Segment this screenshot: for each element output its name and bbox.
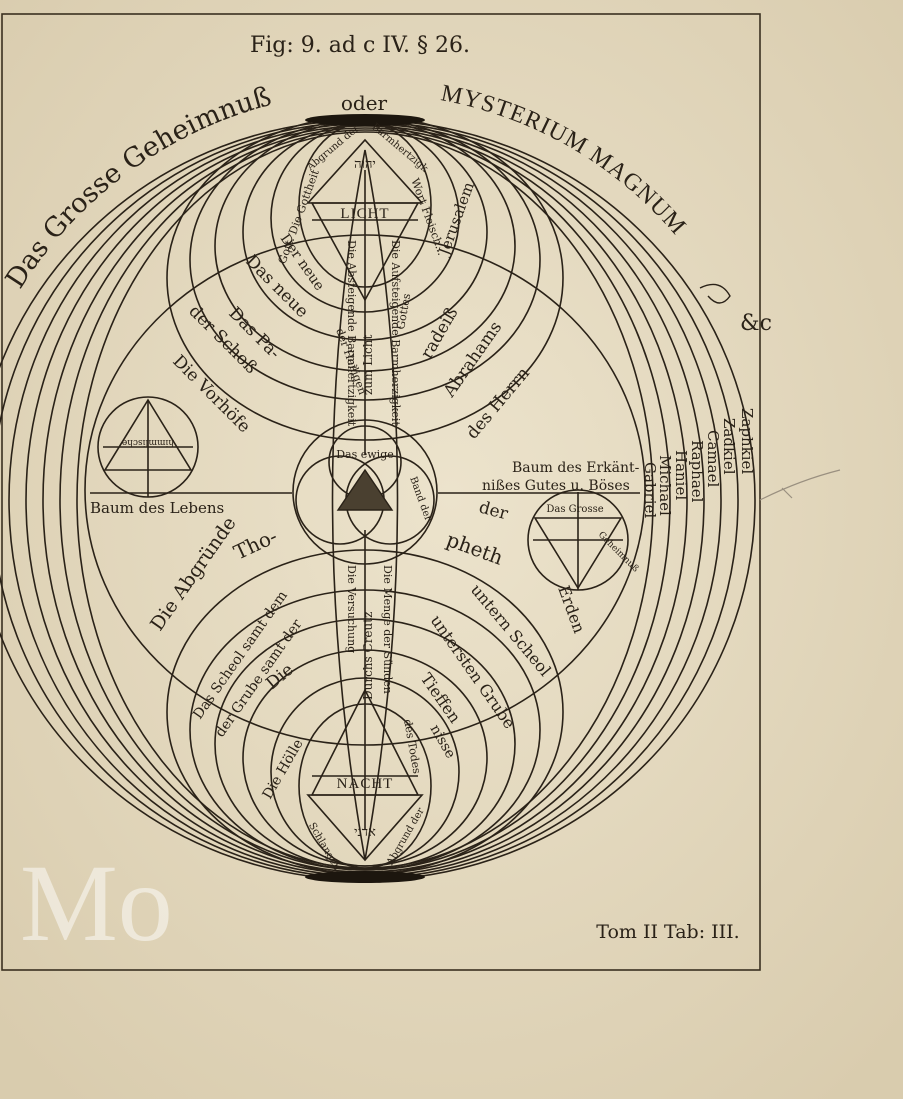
pencil-mark [759, 469, 841, 501]
angel-2: Zadkiel [720, 418, 738, 475]
pupil-label: Das ewige [336, 448, 394, 461]
lower-cone-right: Die Menge der Sünden [381, 565, 394, 694]
title-flourish: &c [740, 311, 772, 336]
angel-3: Camael [704, 430, 722, 487]
tree-knowledge-line1: Baum des Erkänt- [512, 460, 640, 476]
bottom-pole-mark [305, 871, 425, 883]
angel-6: Michael [656, 455, 674, 516]
light-label: LICHT [340, 206, 389, 222]
angel-names: Zaphkiel Zadkiel Camael Raphael Haniel M… [641, 408, 756, 518]
left-circle-label: himmlische [122, 437, 174, 447]
tree-knowledge-line2: nißes Gutes u. Böses [482, 478, 630, 494]
plate-frame [1, 13, 761, 971]
tree-of-life-label: Baum des Lebens [90, 499, 224, 517]
upper-cone-center: zum Licht [361, 335, 375, 396]
top-pole-mark [305, 114, 425, 126]
watermark: Mo [20, 842, 173, 964]
darkness-label: NACHT [337, 776, 394, 792]
figure-reference: Fig: 9. ad c IV. § 26. [250, 33, 470, 58]
eye-triangle [336, 468, 394, 511]
angel-5: Haniel [672, 450, 690, 500]
flourish-ornament [699, 283, 731, 304]
right-circle-label-top: Das Grosse [546, 504, 603, 515]
title-oder: oder [341, 91, 388, 115]
upper-cone-right: Die Aufsteigende Barmherzigkeit [389, 240, 402, 426]
lower-cone-left: Die Versuchung [345, 565, 358, 653]
angel-4: Raphael [688, 440, 706, 503]
upper-cone-left: Die Absteigende Barmhertzigkeit [345, 240, 358, 427]
light-hebrew: יהוה [354, 157, 376, 172]
angel-7: Gabriel [641, 462, 659, 518]
upper-cone-sub-right: Gottes [394, 292, 413, 330]
lower-cone-center: Durchs Creutz [361, 612, 375, 700]
angel-1: Zaphkiel [738, 408, 756, 474]
darkness-hebrew: אדני [354, 825, 376, 840]
plate-label: Tom II Tab: III. [596, 921, 739, 943]
